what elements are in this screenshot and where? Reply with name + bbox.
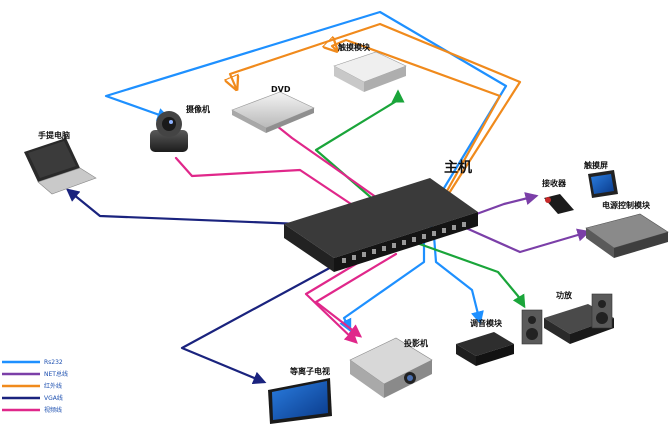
plasma-tv-device <box>268 378 332 424</box>
projector-device <box>349 337 433 398</box>
legend-item: 红外线 <box>2 382 62 390</box>
touch-module-device <box>333 51 407 92</box>
legend-item: VGA线 <box>2 394 63 402</box>
rs232-wire-audio <box>432 234 484 325</box>
net-wire-power <box>464 226 591 254</box>
legend-label: Rs232 <box>44 359 63 366</box>
camera-label: 摄像机 <box>186 104 210 114</box>
laptop-device <box>24 138 97 195</box>
receiver-label: 接收器 <box>542 178 567 188</box>
plasma-tv-label: 等离子电视 <box>289 366 330 376</box>
ir-wire-touch <box>332 40 502 202</box>
legend-label: VGA线 <box>44 394 63 402</box>
green-wire-amplifier <box>412 240 526 309</box>
main-unit-label: 主机 <box>444 159 472 176</box>
audio-module-label: 调音模块 <box>470 318 503 328</box>
power-module-label: 电源控制模块 <box>602 200 651 210</box>
legend-item: 视频线 <box>2 406 62 414</box>
legend-label: NET总线 <box>44 370 68 378</box>
dvd-device <box>231 91 315 133</box>
dvd-label: DVD <box>271 85 291 94</box>
main-unit <box>284 178 478 272</box>
rs232-wire-projector <box>339 234 426 333</box>
power-module-device <box>585 213 669 258</box>
laptop-label: 手提电脑 <box>38 130 70 140</box>
video-wire-projector-2 <box>314 252 398 338</box>
touchscreen-label: 触摸屏 <box>584 160 608 170</box>
camera-device <box>150 111 188 152</box>
ir-wire-dvd <box>230 22 522 200</box>
projector-label: 投影机 <box>404 338 428 348</box>
touch-module-label: 触摸模块 <box>338 42 371 52</box>
legend-item: Rs232 <box>2 359 63 366</box>
legend-label: 视频线 <box>44 406 62 414</box>
receiver-device <box>544 194 574 214</box>
legend-label: 红外线 <box>44 382 62 390</box>
touchscreen-device <box>588 170 618 198</box>
audio-module-device <box>456 332 514 366</box>
green-wire-touch <box>314 89 406 228</box>
vga-wire-tv <box>180 256 350 385</box>
legend-item: NET总线 <box>2 370 68 378</box>
amplifier-label: 功放 <box>556 290 573 300</box>
legend: Rs232 NET总线 红外线 VGA线 视频线 <box>2 359 68 414</box>
amplifier-device <box>521 293 614 345</box>
